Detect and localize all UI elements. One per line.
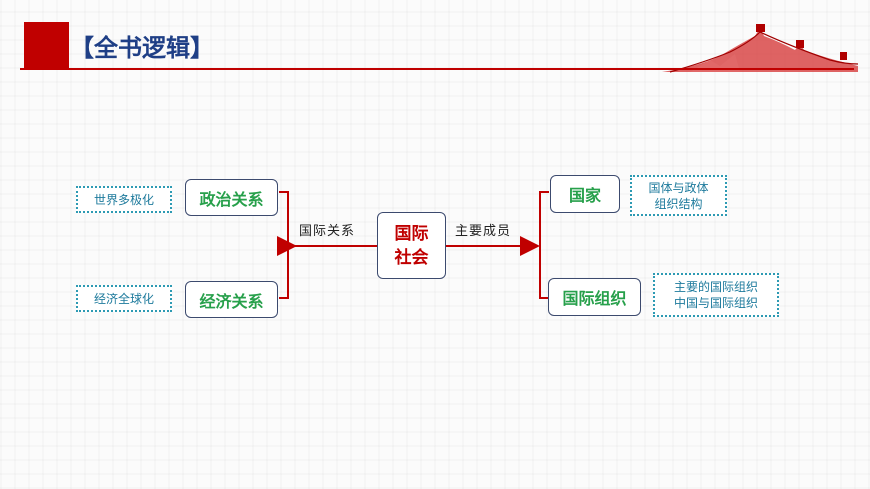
- note-state-line-1: 国体与政体: [648, 180, 709, 195]
- note-state: 国体与政体 组织结构: [630, 175, 727, 216]
- title-accent-block: [24, 22, 69, 69]
- node-state[interactable]: 国家: [550, 175, 620, 213]
- node-political-relations[interactable]: 政治关系: [185, 179, 278, 216]
- header-divider: [20, 68, 854, 70]
- note-org-line-1: 主要的国际组织: [673, 280, 758, 294]
- center-line-1: 国际: [394, 223, 429, 244]
- note-international-organization: 主要的国际组织 中国与国际组织: [653, 273, 779, 317]
- edge-label-main-members: 主要成员: [455, 224, 512, 239]
- great-wall-logo: [662, 24, 859, 73]
- node-international-society[interactable]: 国际 社会: [377, 212, 446, 279]
- note-state-line-2: 组织结构: [654, 196, 703, 211]
- note-multipolarity: 世界多极化: [76, 186, 172, 213]
- node-international-organization[interactable]: 国际组织: [548, 278, 641, 316]
- edge-label-international-relations: 国际关系: [299, 224, 356, 239]
- page-title: 【全书逻辑】: [70, 34, 214, 62]
- center-line-2: 社会: [394, 247, 429, 268]
- node-economic-relations[interactable]: 经济关系: [185, 281, 278, 318]
- note-globalization: 经济全球化: [76, 285, 172, 312]
- note-org-line-2: 中国与国际组织: [673, 296, 758, 310]
